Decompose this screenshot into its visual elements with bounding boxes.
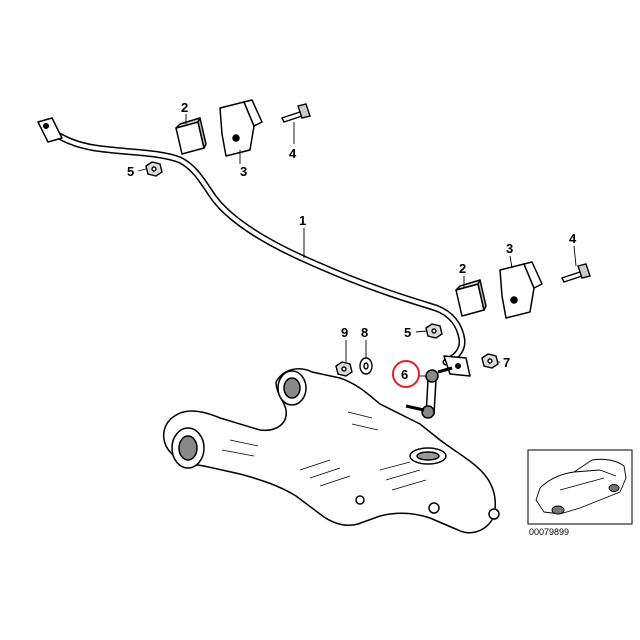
bracket-upper [219,99,263,157]
callout-6: 6 [401,367,408,382]
rubber-mount-upper [175,117,207,155]
rubber-mount-lower [455,279,487,317]
diagram-code: 00079899 [529,527,569,537]
callout-9: 9 [341,325,348,340]
leader-lines [137,114,577,377]
callout-3-upper: 3 [240,164,247,179]
nut-5-lower [425,323,443,339]
bracket-lower [499,261,543,319]
nut-7 [481,353,499,369]
callout-2-lower: 2 [459,261,466,276]
axle-carrier [162,368,500,534]
callout-7: 7 [503,355,510,370]
vehicle-inset [527,449,633,525]
highlight-circle [392,360,420,388]
washer-8 [359,357,373,375]
callout-3-lower: 3 [506,241,513,256]
callout-2-upper: 2 [181,100,188,115]
callout-4-upper: 4 [289,146,297,161]
callout-5-lower: 5 [404,325,411,340]
callout-4-lower: 4 [569,231,577,246]
bolt-lower [561,263,591,283]
nut-5-upper [145,161,163,177]
callout-5-upper: 5 [127,164,134,179]
stabilizer-bar [37,117,471,377]
vehicle-silhouette [535,458,627,515]
bolt-upper [281,103,311,123]
link-rod [405,366,453,419]
nut-9 [335,361,353,377]
callout-1: 1 [299,213,306,228]
callout-8: 8 [361,325,368,340]
